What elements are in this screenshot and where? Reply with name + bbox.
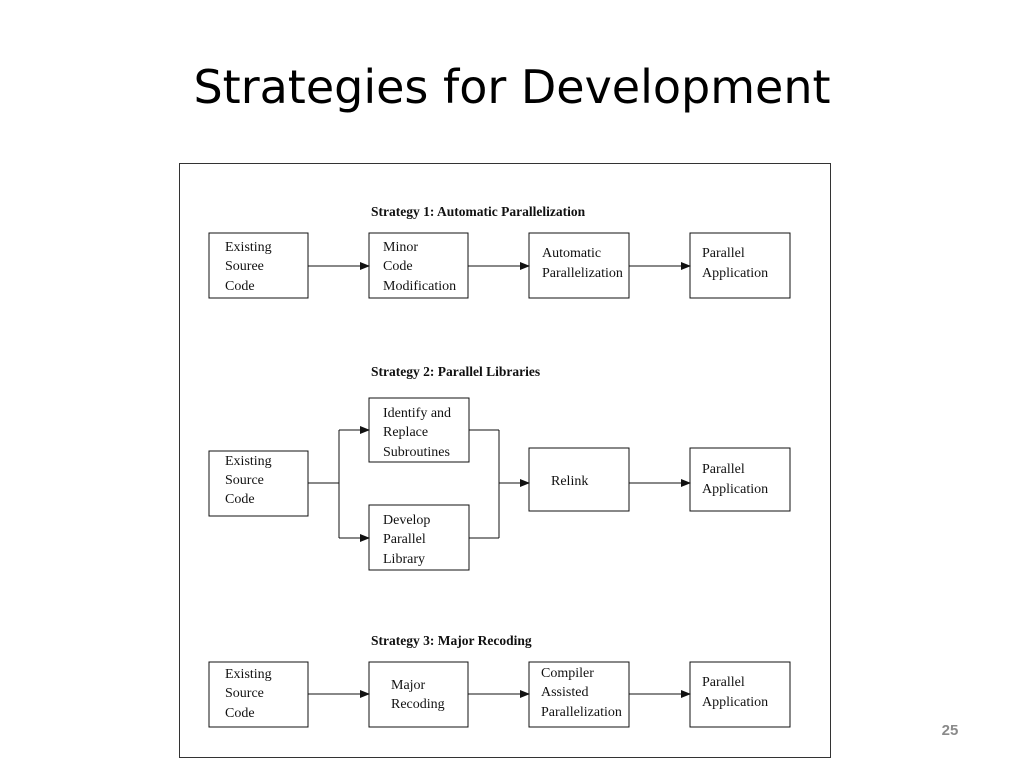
svg-text:Compiler: Compiler	[541, 666, 594, 681]
strategy-2-heading: Strategy 2: Parallel Libraries	[371, 364, 540, 379]
svg-text:Major: Major	[391, 678, 426, 693]
svg-text:Relink: Relink	[551, 474, 588, 489]
s3-major-recoding-node: Major Recoding	[368, 661, 469, 728]
svg-text:Replace: Replace	[383, 425, 428, 440]
svg-text:Code: Code	[225, 706, 255, 721]
s2-develop-parallel-library-node: Develop Parallel Library	[368, 504, 470, 571]
slide-title: Strategies for Development	[193, 60, 831, 114]
svg-text:Identify and: Identify and	[383, 406, 451, 421]
svg-text:Recoding: Recoding	[391, 697, 445, 712]
s3-existing-source-code-node: Existing Source Code	[208, 661, 309, 728]
svg-text:Parallel: Parallel	[383, 532, 426, 547]
svg-text:Assisted: Assisted	[541, 685, 588, 700]
s2-parallel-application-node: Parallel Application	[689, 447, 791, 512]
svg-text:Existing: Existing	[225, 667, 272, 682]
svg-text:Application: Application	[702, 482, 768, 497]
svg-text:Code: Code	[225, 492, 255, 507]
s1-minor-code-modification-node: Minor Code Modification	[368, 232, 469, 299]
s1-existing-source-code-node: Existing Souree Code	[208, 232, 309, 299]
svg-text:Modification: Modification	[383, 279, 456, 294]
s2-existing-source-code-node: Existing Source Code	[208, 450, 309, 517]
svg-text:Subroutines: Subroutines	[383, 445, 450, 460]
s1-parallel-application-node: Parallel Application	[689, 232, 791, 299]
s2-identify-replace-subroutines-node: Identify and Replace Subroutines	[368, 397, 470, 463]
svg-text:Souree: Souree	[225, 259, 264, 274]
svg-text:Application: Application	[702, 266, 768, 281]
s3-compiler-assisted-parallelization-node: Compiler Assisted Parallelization	[528, 661, 630, 728]
svg-text:Parallelization: Parallelization	[542, 266, 623, 281]
svg-text:Library: Library	[383, 552, 425, 567]
svg-text:Existing: Existing	[225, 454, 272, 469]
svg-text:Parallel: Parallel	[702, 462, 745, 477]
strategy-3-heading: Strategy 3: Major Recoding	[371, 633, 532, 648]
svg-text:Develop: Develop	[383, 513, 430, 528]
slide-number: 25	[941, 722, 959, 739]
svg-text:Application: Application	[702, 695, 768, 710]
svg-text:Source: Source	[225, 473, 264, 488]
svg-text:Code: Code	[225, 279, 255, 294]
svg-text:Code: Code	[383, 259, 413, 274]
svg-text:Existing: Existing	[225, 240, 272, 255]
strategy-1-heading: Strategy 1: Automatic Parallelization	[371, 204, 586, 219]
svg-text:Parallel: Parallel	[702, 675, 745, 690]
svg-text:Automatic: Automatic	[542, 246, 601, 261]
s2-relink-node: Relink	[528, 447, 630, 512]
svg-text:Minor: Minor	[383, 240, 418, 255]
svg-text:Source: Source	[225, 686, 264, 701]
svg-text:Parallel: Parallel	[702, 246, 745, 261]
svg-text:Parallelization: Parallelization	[541, 705, 622, 720]
s1-automatic-parallelization-node: Automatic Parallelization	[528, 232, 630, 299]
s3-parallel-application-node: Parallel Application	[689, 661, 791, 728]
